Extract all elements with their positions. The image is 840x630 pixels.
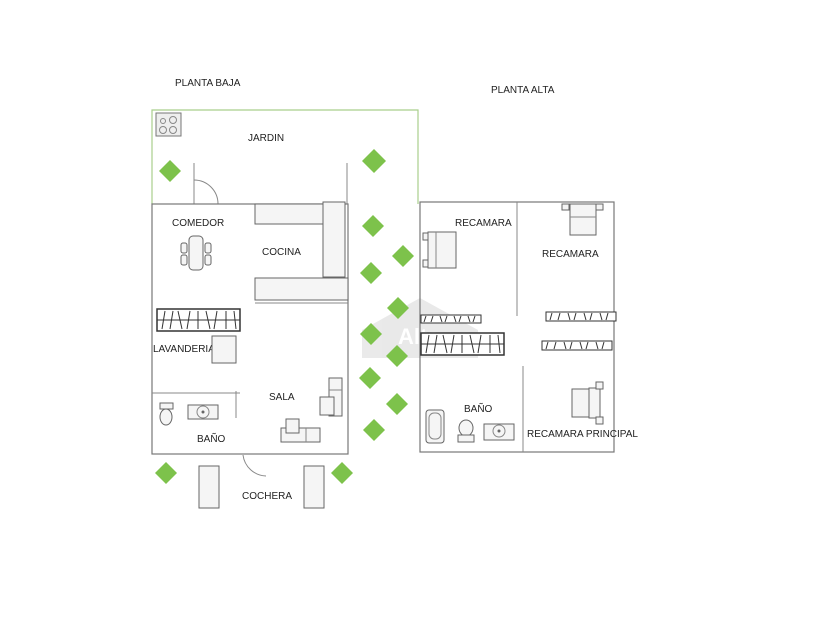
bed-icon (561, 203, 604, 236)
room-label-kitchen: COCINA (262, 247, 301, 258)
plant-icon (360, 262, 382, 284)
garden-boundary (151, 109, 419, 204)
sink-icon (483, 423, 515, 441)
bed-icon (571, 381, 604, 425)
kitchen-counter-top (254, 203, 324, 225)
dining-table-icon (180, 235, 212, 271)
garage-door-swing (242, 454, 267, 477)
kitchen-counter-side (322, 201, 346, 278)
bathtub-icon (425, 409, 445, 444)
room-label-garden: JARDIN (248, 133, 284, 144)
plants (155, 149, 414, 484)
plant-icon (359, 367, 381, 389)
garage-car-spot-right (303, 465, 325, 509)
sink-icon (187, 404, 219, 420)
plant-icon (362, 149, 386, 173)
plant-icon (159, 160, 181, 182)
plant-icon (387, 297, 409, 319)
plant-icon (386, 393, 408, 415)
stove-icon (155, 112, 182, 137)
ground-floor-outline (151, 203, 349, 455)
plant-icon (363, 419, 385, 441)
plant-icon (155, 462, 177, 484)
plant-icon (392, 245, 414, 267)
room-label-dining: COMEDOR (172, 218, 224, 229)
closet-rack-icon (545, 311, 617, 322)
room-label-bedroom-1: RECAMARA (455, 218, 512, 229)
sofa-icon-2 (280, 418, 321, 443)
plant-icon (362, 215, 384, 237)
toilet-icon (159, 402, 174, 426)
garage-car-spot-left (198, 465, 220, 509)
bed-icon (422, 231, 457, 269)
door-swing (193, 179, 219, 205)
upper-floor-title: PLANTA ALTA (491, 85, 555, 96)
washer-icon (211, 335, 237, 364)
room-label-bedroom-2: RECAMARA (542, 249, 599, 260)
closet-rack-icon (156, 308, 241, 332)
sofa-icon (319, 377, 343, 417)
plant-icon (331, 462, 353, 484)
kitchen-counter-bottom (254, 277, 349, 301)
toilet-icon (457, 419, 475, 443)
closet-rack-icon (420, 332, 505, 356)
room-label-bathroom-upper: BAÑO (464, 402, 493, 415)
ground-floor-title: PLANTA BAJA (175, 78, 241, 89)
room-label-bathroom-ground: BAÑO (197, 432, 226, 445)
closet-rack-icon (541, 340, 613, 351)
closet-rack-icon (420, 314, 482, 324)
room-label-master-bedroom: RECAMARA PRINCIPAL (527, 429, 638, 440)
plant-icon (386, 345, 408, 367)
room-label-living: SALA (269, 392, 295, 403)
plant-icon (360, 323, 382, 345)
room-label-laundry: LAVANDERIA (153, 344, 215, 355)
room-label-garage: COCHERA (242, 491, 292, 502)
